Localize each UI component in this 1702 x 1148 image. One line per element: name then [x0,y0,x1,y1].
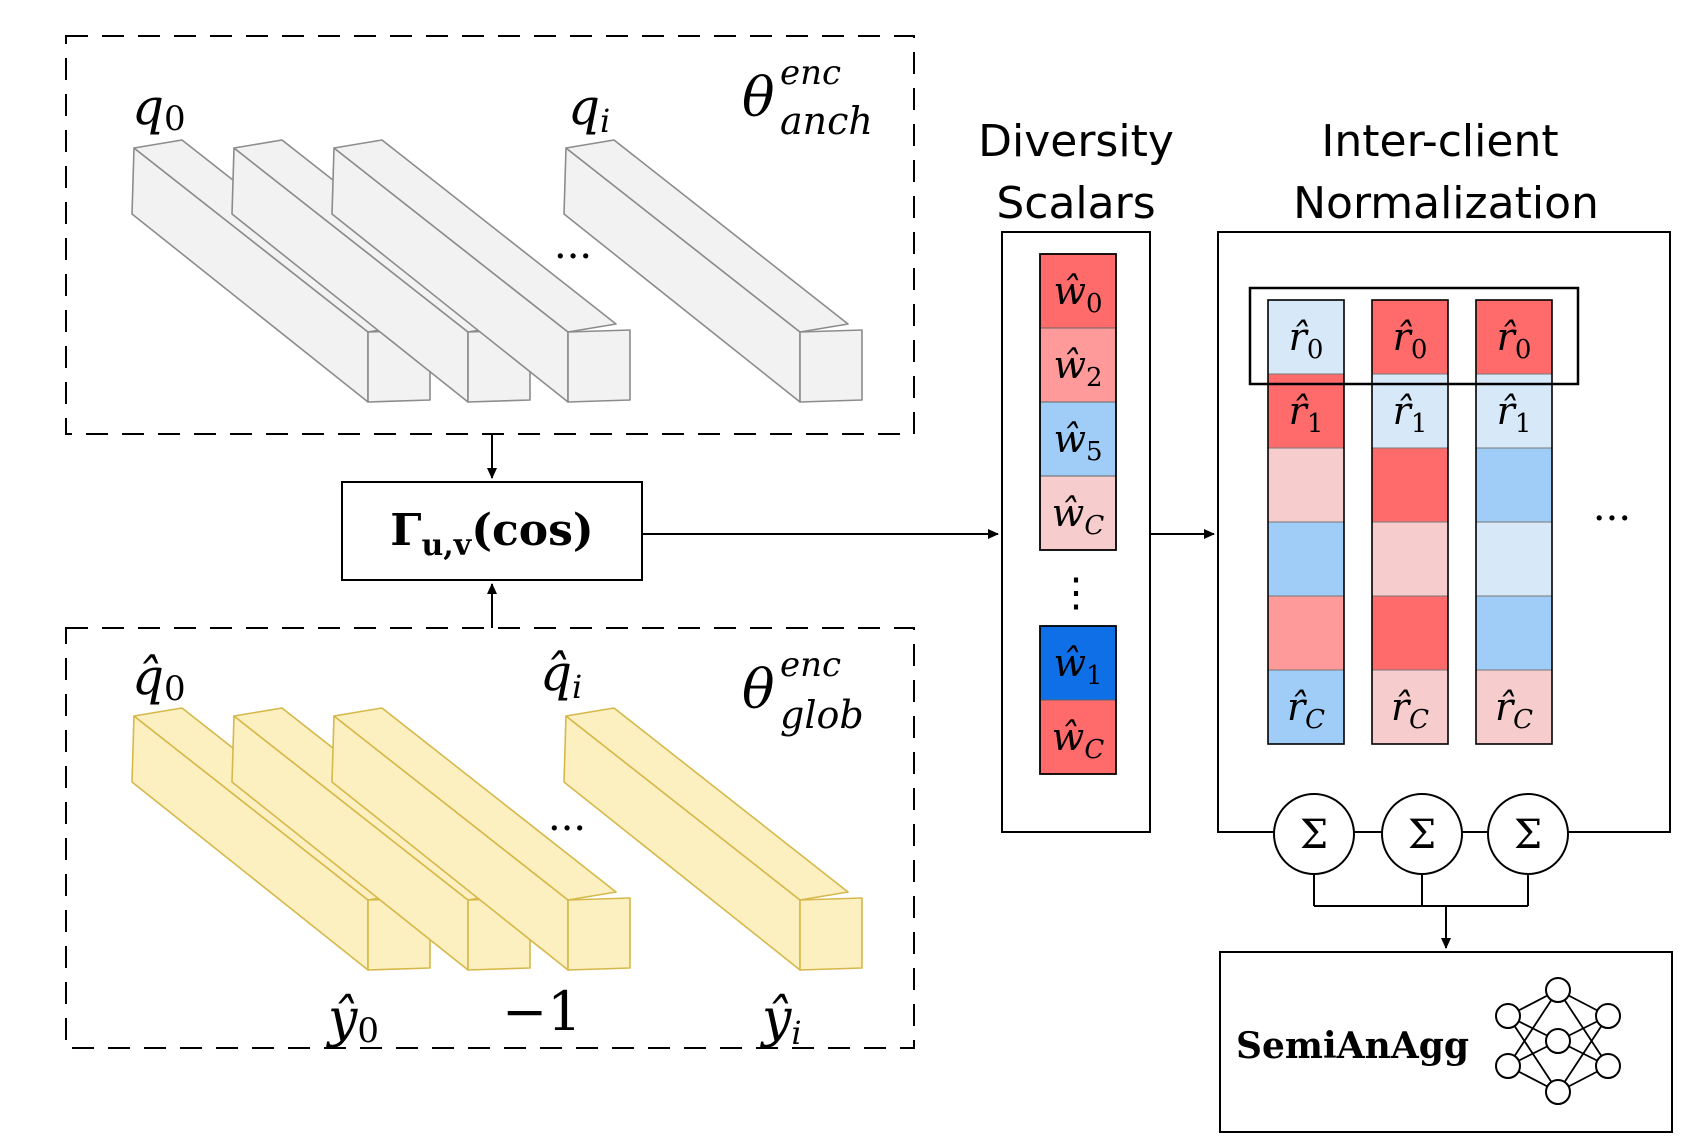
diversity-title-line2: Scalars [996,178,1155,229]
gamma-label: Γu,v(cos) [390,505,593,563]
global-slab-3 [563,707,863,971]
normalization-columns: r̂0 r̂1 r̂C r̂0 r̂1 r̂C r̂0 r̂1 r̂C [1267,299,1553,745]
svg-text:anch: anch [780,99,873,143]
anchor-feature-blocks [131,139,863,403]
normalization-column-1: r̂0 r̂1 r̂C [1371,299,1449,745]
global-label-qi: q̂i [540,644,582,706]
normalization-ellipsis: ··· [1593,496,1631,542]
norm-cell-2-3 [1475,521,1553,597]
diversity-cell-2 [1039,401,1117,477]
anchor-slab-3 [563,139,863,403]
diversity-vdots: ⋮ [1056,570,1096,616]
sum-symbol-0: Σ [1300,812,1328,858]
norm-label-2-0: r̂0 [1497,315,1532,365]
global-label-q0: q̂0 [132,648,186,709]
sum-symbol-2: Σ [1514,812,1542,858]
global-slab-2 [331,707,631,971]
norm-cell-0-2 [1267,447,1345,523]
normalization-title-line1: Inter-client [1321,116,1558,167]
theta-global: θ enc glob [742,645,864,737]
norm-label-1-1: r̂1 [1393,389,1428,439]
normalization-title-line2: Normalization [1293,178,1599,229]
norm-cell-1-0 [1371,299,1449,375]
norm-label-0-2: r̂C [1287,685,1325,735]
diversity-bottom-cells: ŵ1 ŵC [1039,625,1117,775]
diversity-cell-label-1: ŵ2 [1053,343,1102,393]
sum-node-0: Σ [1273,793,1355,875]
inter-client-normalization-panel: Inter-client Normalization r̂0r̂1r̂Cr̂0r… [1217,116,1671,949]
diversity-bottom-cell-label-1: ŵC [1052,715,1105,765]
norm-label-2-2: r̂C [1495,685,1533,735]
diversity-box-border [1001,231,1151,833]
norm-cell-0-4 [1267,595,1345,671]
anchor-ellipsis: ··· [554,234,592,280]
anchor-label-q0: q0 [132,78,186,139]
neural-network-icon [1495,977,1621,1105]
sum-node-2: Σ [1487,793,1569,875]
gamma-box-border [341,481,643,581]
diversity-cell-label-0: ŵ0 [1053,269,1102,319]
similarity-function-box: Γu,v(cos) [341,434,999,628]
semianagg-box: SemiAnAgg [1219,951,1673,1133]
normalization-column-2: r̂0 r̂1 r̂C [1475,299,1553,745]
norm-cell-0-5 [1267,669,1345,745]
normalization-column-0: r̂0 r̂1 r̂C [1267,299,1345,745]
diversity-cell-label-2: ŵ5 [1053,417,1102,467]
norm-label-2-1: r̂1 [1497,389,1532,439]
norm-cell-2-4 [1475,595,1553,671]
norm-cell-1-5 [1371,669,1449,745]
norm-label-0-0: r̂0 [1289,315,1324,365]
anchor-slab-2 [331,139,631,403]
aggregator-box-border [1219,951,1673,1133]
diversity-title-line1: Diversity [978,116,1174,167]
norm-cell-1-1 [1371,373,1449,449]
global-panel-border [65,627,915,1049]
norm-label-1-0: r̂0 [1393,315,1428,365]
label-y0: ŷ0 [326,989,379,1051]
aggregator-label: SemiAnAgg [1236,1025,1469,1067]
norm-cell-2-5 [1475,669,1553,745]
svg-text:glob: glob [780,693,864,737]
anchor-encoder-panel: q0 qi ··· θ enc anch [65,35,915,435]
diversity-scalars-panel: Diversity Scalars ŵ0 ŵ2 ŵ5 ŵC ⋮ ŵ1 ŵC [978,116,1215,833]
norm-label-1-2: r̂C [1391,685,1429,735]
label-yi: ŷi [760,989,802,1052]
global-encoder-panel: q̂0 q̂i ··· θ enc glob ŷ0 −1 ŷi [65,627,915,1052]
theta-anchor: θ enc anch [742,53,873,143]
norm-cell-1-3 [1371,521,1449,597]
norm-cell-1-4 [1371,595,1449,671]
svg-text:enc: enc [780,53,841,93]
svg-text:θ: θ [742,66,775,129]
global-ellipsis: ··· [548,806,586,852]
norm-cell-0-0 [1267,299,1345,375]
sum-node-1: Σ [1381,793,1463,875]
diversity-cell-label-3: ŵC [1052,491,1105,541]
r0-highlight-box [1248,286,1580,386]
norm-cell-2-2 [1475,447,1553,523]
diversity-top-cells: ŵ0 ŵ2 ŵ5 ŵC [1039,253,1117,551]
diversity-cell-0 [1039,253,1117,329]
sum-symbol-1: Σ [1408,812,1436,858]
anchor-panel-border [65,35,915,435]
svg-text:θ: θ [742,658,775,721]
norm-cell-0-3 [1267,521,1345,597]
global-feature-blocks [131,707,863,971]
label-minus-one: −1 [502,980,582,1043]
anchor-label-qi: qi [568,78,610,140]
svg-text:enc: enc [780,645,841,685]
norm-cell-1-2 [1371,447,1449,523]
diversity-bottom-cell-label-0: ŵ1 [1053,641,1102,691]
norm-cell-0-1 [1267,373,1345,449]
norm-label-0-1: r̂1 [1289,389,1324,439]
norm-cell-2-1 [1475,373,1553,449]
